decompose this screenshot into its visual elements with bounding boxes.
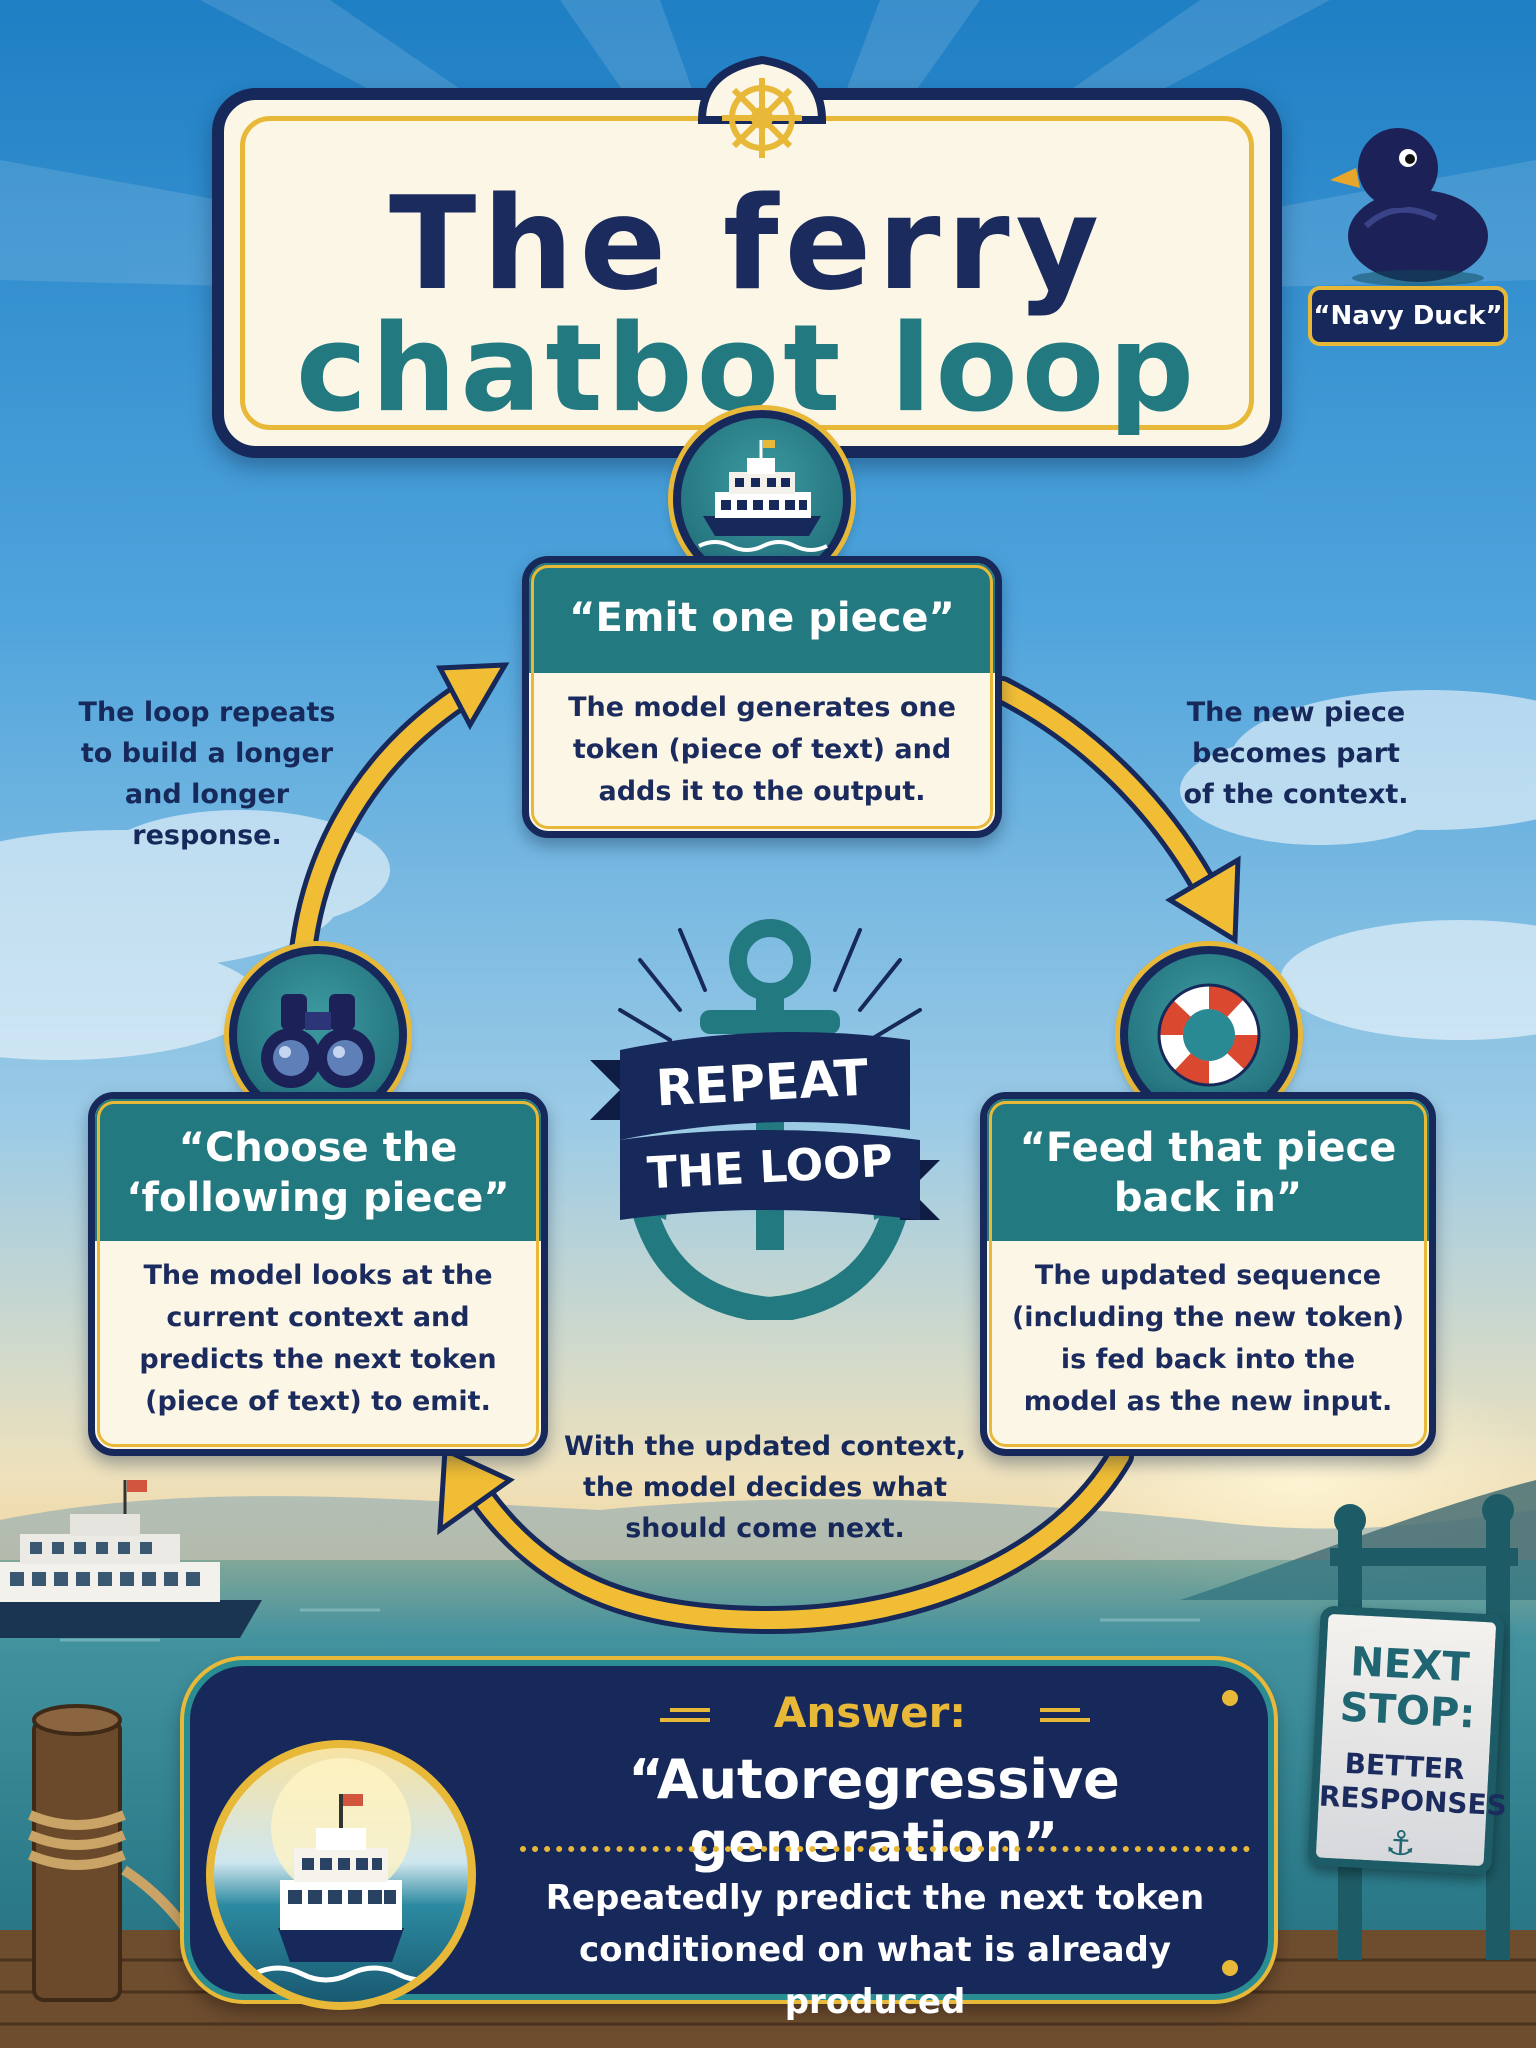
title-plaque: The ferry chatbot loop xyxy=(212,88,1282,458)
step-card-emit: “Emit one piece” The model generates one… xyxy=(522,556,1002,838)
step-title: “Emit one piece” xyxy=(529,563,995,673)
rubber-duck-icon xyxy=(1330,128,1488,286)
step-title: “Feed that piece back in” xyxy=(987,1099,1429,1241)
anchor-icon: ⚓ xyxy=(1384,1823,1417,1865)
mascot-label: “Navy Duck” xyxy=(1308,286,1508,346)
step-card-feed: “Feed that piece back in” The updated se… xyxy=(980,1092,1436,1456)
step-card-choose: “Choose the ‘following piece” The model … xyxy=(88,1092,548,1456)
sign-line-1: NEXT STOP: xyxy=(1338,1639,1477,1738)
step-description: The updated sequence (including the new … xyxy=(1011,1260,1405,1417)
ferry-icon xyxy=(698,440,828,552)
note-left: The loop repeats to build a longer and l… xyxy=(78,697,336,851)
answer-ferry-medallion xyxy=(206,1740,476,2010)
answer-label-decoration xyxy=(660,1708,1090,1722)
bollard xyxy=(28,1704,205,2002)
sign-line-2: BETTER RESPONSES xyxy=(1318,1746,1508,1823)
step-description: The model looks at the current context a… xyxy=(139,1260,497,1417)
step-description: The model generates one token (piece of … xyxy=(568,692,956,807)
answer-panel xyxy=(184,1660,1274,2000)
life-ring-icon xyxy=(1157,983,1261,1087)
rivet-icon xyxy=(1222,1960,1238,1976)
answer-title: “Autoregressive generation” xyxy=(628,1748,1120,1874)
step-title: “Choose the ‘following piece” xyxy=(95,1099,541,1241)
binoculars-icon xyxy=(261,994,375,1088)
title-line-1: The ferry xyxy=(389,170,1105,319)
answer-description: Repeatedly predict the next token condit… xyxy=(545,1878,1205,2022)
repeat-banner xyxy=(590,1032,940,1220)
ferry-icon xyxy=(252,1758,448,1983)
distant-hills xyxy=(0,1496,1536,1560)
note-bottom: With the updated context, the model deci… xyxy=(563,1431,967,1544)
arrowheads xyxy=(435,662,1241,1536)
next-stop-sign: NEXT STOP: BETTER RESPONSES ⚓ xyxy=(1307,1605,1508,1875)
answer-divider xyxy=(520,1846,1250,1852)
rivet-icon xyxy=(1222,1690,1238,1706)
ship-wheel-icon xyxy=(697,55,827,158)
background-ferry xyxy=(0,1480,262,1638)
note-right: The new piece becomes part of the contex… xyxy=(1183,697,1409,810)
answer-label: Answer: xyxy=(773,1688,967,1737)
